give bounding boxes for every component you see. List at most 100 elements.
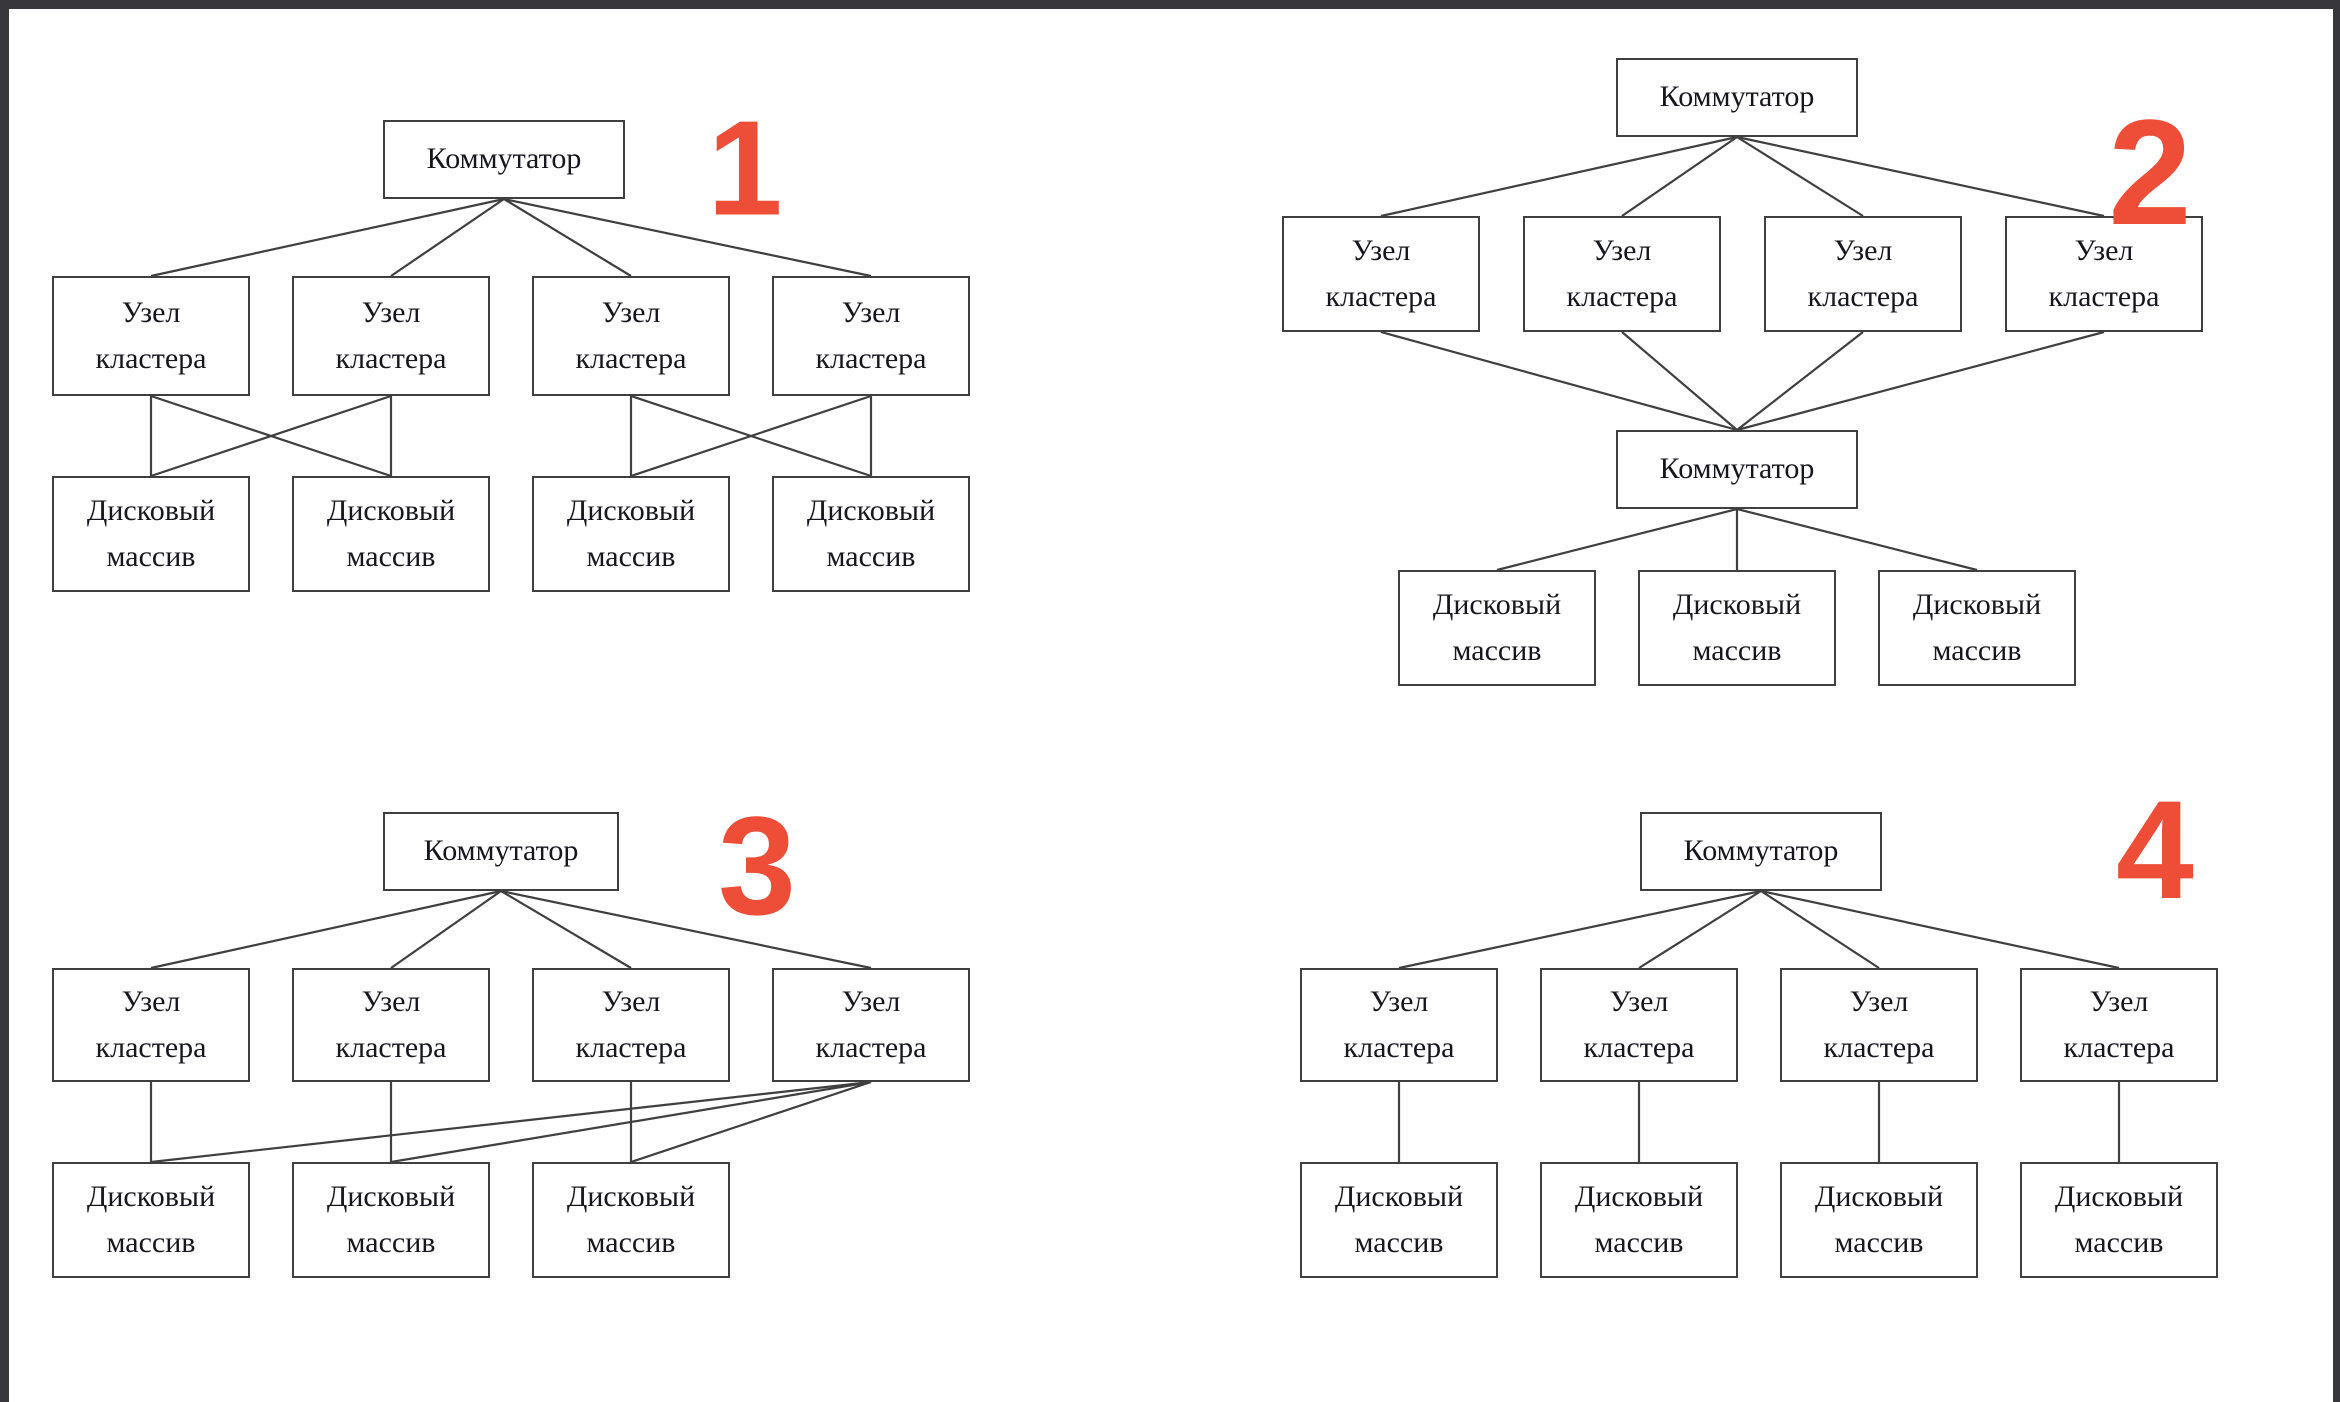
disk-array-label-line: массив (1354, 1226, 1444, 1259)
connector-line-n4-k2 (390, 1080, 872, 1164)
connector-line-sw-n3 (503, 198, 632, 277)
disk-array-label-line: массив (586, 540, 676, 573)
cluster-node-label-line: Узел (601, 984, 661, 1018)
switch-box: Коммутатор (383, 120, 625, 199)
connector-line-n4-k3 (630, 394, 872, 478)
switch-box: Коммутатор (383, 812, 619, 891)
cluster-node-label-line: Узел (121, 984, 181, 1018)
switch-label-line: Коммутатор (426, 142, 582, 176)
cluster-node-box: Узел кластера (1523, 216, 1721, 332)
connector-line-n2-sw2 (1621, 331, 1738, 431)
cluster-node-box: Узел кластера (1780, 968, 1978, 1082)
window-frame-right (2333, 0, 2340, 1402)
cluster-node-label-line: кластера (95, 1031, 207, 1064)
cluster-node-box: Узел кластера (1300, 968, 1498, 1082)
cluster-node-label-line: кластера (1325, 280, 1437, 313)
cluster-node-label-line: Узел (1833, 233, 1893, 267)
disk-array-label-line: массив (106, 540, 196, 573)
connector-line-n4-sw2 (1736, 330, 2105, 432)
cluster-node-label-line: кластера (1583, 1031, 1695, 1064)
cluster-node-box: Узел кластера (292, 968, 490, 1082)
diagram-number-3: 3 (718, 787, 796, 944)
cluster-node-label-line: кластера (1823, 1031, 1935, 1064)
cluster-node-box: Узел кластера (1282, 216, 1480, 332)
connector-line-sw-n2 (1638, 890, 1762, 969)
cluster-node-box: Узел кластера (1540, 968, 1738, 1082)
disk-array-label-line: массив (1594, 1226, 1684, 1259)
cluster-node-label-line: Узел (841, 984, 901, 1018)
disk-array-label-line: Дисковый (1432, 587, 1562, 621)
cluster-node-label-line: кластера (2048, 280, 2160, 313)
disk-array-box: Дисковый массив (52, 1162, 250, 1278)
disk-array-label-line: Дисковый (1574, 1179, 1704, 1213)
disk-array-label-line: Дисковый (2054, 1179, 2184, 1213)
disk-array-label-line: Дисковый (1672, 587, 1802, 621)
cluster-node-label-line: Узел (1849, 984, 1909, 1018)
connector-line-sw-n2 (390, 890, 502, 969)
diagram-number-2: 2 (2108, 88, 2192, 256)
connector-line-sw1-n3 (1736, 136, 1864, 217)
disk-array-label-line: Дисковый (566, 493, 696, 527)
disk-array-box: Дисковый массив (1540, 1162, 1738, 1278)
switch-box: Коммутатор (1640, 812, 1882, 891)
connector-line-n2-k1 (150, 394, 392, 478)
disk-array-label-line: Дисковый (86, 1179, 216, 1213)
cluster-node-box: Узел кластера (52, 968, 250, 1082)
cluster-node-label-line: Узел (1592, 233, 1652, 267)
cluster-node-label-line: Узел (601, 295, 661, 329)
cluster-node-label-line: кластера (1807, 280, 1919, 313)
connector-line-n1-sw2 (1380, 330, 1738, 432)
cluster-node-label-line: Узел (361, 984, 421, 1018)
cluster-node-label-line: Узел (361, 295, 421, 329)
disk-array-box: Дисковый массив (1638, 570, 1836, 686)
disk-array-box: Дисковый массив (1300, 1162, 1498, 1278)
cluster-node-label-line: кластера (815, 342, 927, 375)
connector-line-sw-n3 (500, 890, 632, 969)
connector-line-sw2-k1 (1496, 507, 1738, 572)
disk-array-label-line: Дисковый (1334, 1179, 1464, 1213)
disk-array-label-line: массив (1692, 634, 1782, 667)
connector-line-sw1-n1 (1380, 135, 1738, 218)
cluster-node-label-line: Узел (2074, 233, 2134, 267)
cluster-node-label-line: кластера (1343, 1031, 1455, 1064)
cluster-node-box: Узел кластера (2005, 216, 2203, 332)
disk-array-label-line: Дисковый (806, 493, 936, 527)
cluster-node-label-line: кластера (575, 1031, 687, 1064)
disk-array-label-line: массив (106, 1226, 196, 1259)
disk-array-label-line: Дисковый (326, 1179, 456, 1213)
disk-array-label-line: массив (1834, 1226, 1924, 1259)
connector-line-sw1-n2 (1621, 136, 1738, 217)
disk-array-label-line: Дисковый (1912, 587, 2042, 621)
connector-line-sw-n4 (503, 197, 872, 278)
cluster-node-label-line: кластера (1566, 280, 1678, 313)
connector-line-n4-k3 (630, 1080, 872, 1164)
connector-line-sw-n4 (1760, 889, 2120, 970)
diagram-number-1: 1 (707, 92, 783, 244)
switch-label-line: Коммутатор (1683, 834, 1839, 868)
disk-array-label-line: массив (1932, 634, 2022, 667)
cluster-node-label-line: Узел (121, 295, 181, 329)
cluster-node-label-line: Узел (1351, 233, 1411, 267)
switch-label-line: Коммутатор (423, 834, 579, 868)
cluster-node-label-line: кластера (335, 1031, 447, 1064)
cluster-node-box: Узел кластера (532, 968, 730, 1082)
disk-array-label-line: Дисковый (86, 493, 216, 527)
cluster-node-label-line: Узел (1609, 984, 1669, 1018)
disk-array-box: Дисковый массив (52, 476, 250, 592)
cluster-node-label-line: Узел (1369, 984, 1429, 1018)
disk-array-label-line: массив (346, 540, 436, 573)
cluster-node-label-line: Узел (2089, 984, 2149, 1018)
switch-box: Коммутатор (1616, 430, 1858, 509)
connector-line-sw-n2 (390, 198, 505, 277)
connector-line-n4-k1 (150, 1080, 872, 1164)
